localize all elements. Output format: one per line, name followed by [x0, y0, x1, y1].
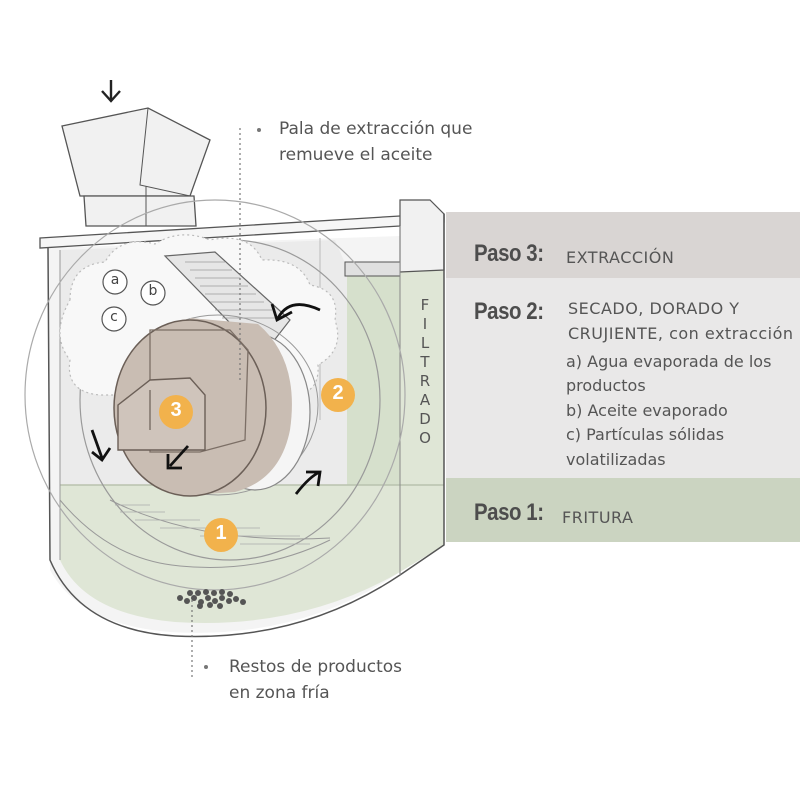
paso1-title: FRITURA [562, 508, 634, 527]
body-outline [47, 214, 445, 638]
step-band-2 [446, 278, 800, 478]
marker-2-label: 2 [332, 382, 344, 404]
callout-restos-line2: en zona fría [229, 683, 330, 703]
paso3-title: EXTRACCIÓN [566, 248, 675, 267]
marker-3 [159, 395, 193, 429]
callout-restos: Restos de productos en zona fría [229, 654, 402, 706]
marker-3-label: 3 [170, 399, 182, 421]
step-band-1 [446, 478, 800, 542]
marker-1-label: 1 [215, 522, 227, 544]
oil-zone [60, 485, 444, 623]
filter-letter: D [419, 410, 431, 428]
marker-2 [321, 378, 355, 412]
bubble-a-label: a [110, 272, 120, 288]
rotation-arrow-icon [294, 470, 322, 495]
bubble-b [140, 280, 166, 306]
rotation-arrow-icon [276, 303, 321, 319]
filter-letter: T [420, 353, 430, 371]
bubble-c [101, 306, 127, 332]
arrow-down-icon [101, 80, 121, 103]
paso2-title-line2: CRUJIENTE, con extracción [568, 324, 794, 343]
filter-letter: R [419, 372, 431, 390]
callout-pala: Pala de extracción que remueve el aceite [279, 116, 472, 168]
filter-letter: O [419, 429, 431, 447]
filter-letter: F [420, 296, 430, 314]
step-band-3 [446, 212, 800, 278]
callout-pala-line2: remueve el aceite [279, 145, 433, 165]
paso2-item: c) Partículas sólidas [566, 425, 725, 444]
paso2-item: a) Agua evaporada de los [566, 352, 772, 371]
rotation-arrow-icon [90, 429, 112, 463]
filter-column [347, 272, 400, 500]
bubble-c-label: c [110, 309, 118, 325]
paso3-label: Paso 3: [474, 240, 544, 267]
callout-restos-line1: Restos de productos [229, 657, 402, 677]
bubble-a [102, 269, 128, 295]
filter-letter: A [419, 391, 431, 409]
rotation-arrow-icon [166, 445, 190, 470]
filter-side [400, 218, 444, 500]
filter-letter: I [422, 315, 428, 333]
filter-letter: L [420, 334, 430, 352]
bubble-b-label: b [148, 283, 158, 299]
paso2-item: b) Aceite evaporado [566, 401, 728, 420]
callout-pala-line1: Pala de extracción que [279, 119, 473, 139]
filter-label: F I L T R A D O [416, 296, 434, 448]
marker-1 [204, 518, 238, 552]
paso2-item: volatilizadas [566, 450, 666, 469]
drum-outer-ring [24, 199, 406, 591]
residue-pile [177, 589, 246, 609]
paso2-label: Paso 2: [474, 298, 544, 325]
feed-chute [61, 107, 211, 197]
paso2-item: productos [566, 376, 646, 395]
paso1-label: Paso 1: [474, 499, 544, 526]
paso2-title-line1: SECADO, DORADO Y [568, 299, 740, 318]
